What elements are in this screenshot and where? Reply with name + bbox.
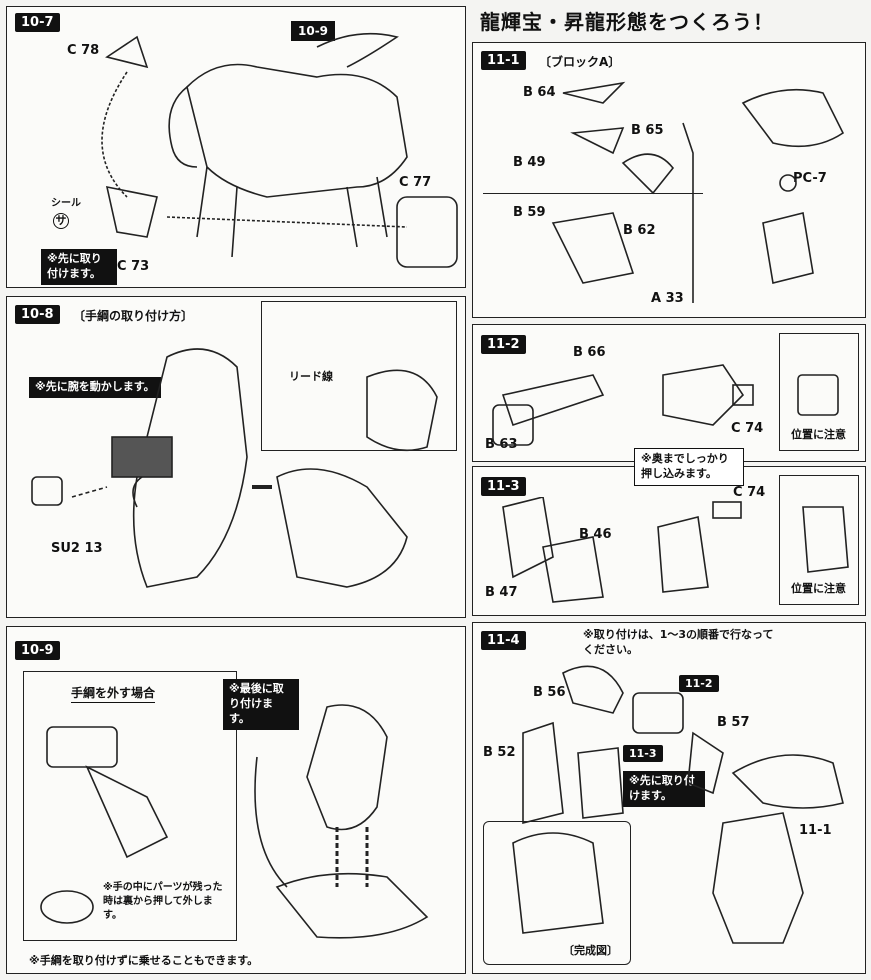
step-badge: 10-9 xyxy=(15,641,60,660)
block-illustration xyxy=(492,364,839,446)
panel-11-1: 11-1 〔ブロックA〕 B 64 B 65 B 49 B 59 B 62 A … xyxy=(472,42,866,318)
ref-badge: 11-3 xyxy=(623,745,663,762)
part-label: B 47 xyxy=(485,585,518,600)
panel-11-3: 11-3 B 46 B 47 C 74 位置に注意 xyxy=(472,466,866,616)
step-badge: 11-2 xyxy=(481,335,526,354)
section-title: 〔ブロックA〕 xyxy=(539,55,621,69)
rider-illustration xyxy=(40,704,429,939)
part-label: B 62 xyxy=(623,223,656,238)
panel-10-7: 10-7 10-9 C 78 C 77 C 73 シール サ ※先に取り付けます… xyxy=(6,6,466,288)
ref-label: 11-1 xyxy=(799,823,832,838)
seal-label: シール xyxy=(51,198,81,209)
panel-11-4: 11-4 ※取り付けは、1〜3の順番で行なってください。 B 56 B 52 B… xyxy=(472,622,866,974)
part-label: SU2 13 xyxy=(51,541,103,556)
part-label: B 65 xyxy=(631,123,664,138)
note-attach-first: ※先に取り付けます。 xyxy=(623,771,705,807)
sub-divider xyxy=(483,193,703,194)
part-label: B 64 xyxy=(523,85,556,100)
part-label: A 33 xyxy=(651,291,684,306)
ref-badge: 11-2 xyxy=(679,675,719,692)
order-note: ※取り付けは、1〜3の順番で行なってください。 xyxy=(583,628,774,657)
part-label: B 52 xyxy=(483,745,516,760)
step-badge: 10-8 xyxy=(15,305,60,324)
inset-frame xyxy=(261,301,457,451)
seal-mark: サ xyxy=(53,213,69,229)
note-push-in: ※奥までしっかり押し込みます。 xyxy=(634,448,744,486)
part-label: C 74 xyxy=(733,485,766,500)
dragon-head-illustration xyxy=(551,81,845,303)
part-label: B 66 xyxy=(573,345,606,360)
panel-10-9: 10-9 手綱を外す場合 ※最後に取り付けます。 ※手の中にパーツが残った時は裏… xyxy=(6,626,466,974)
part-label: B 49 xyxy=(513,155,546,170)
panel-11-2: 11-2 B 66 B 63 C 74 位置に注意 xyxy=(472,324,866,462)
part-label: C 77 xyxy=(399,175,432,190)
inset-frame xyxy=(23,671,237,941)
part-label: B 57 xyxy=(717,715,750,730)
note-move-arm: ※先に腕を動かします。 xyxy=(29,377,161,398)
part-label: C 78 xyxy=(67,43,100,58)
arm-illustration xyxy=(31,348,438,588)
completed-inset xyxy=(483,821,631,965)
caution-label: 位置に注意 xyxy=(791,428,846,441)
caution-label: 位置に注意 xyxy=(791,582,846,595)
note-remaining-part: ※手の中にパーツが残った時は裏から押して外します。 xyxy=(103,882,223,921)
completed-label: 〔完成図〕 xyxy=(563,944,618,957)
horse-illustration xyxy=(101,32,458,268)
page-title: 龍輝宝・昇龍形態をつくろう！ xyxy=(480,10,774,34)
ref-badge: 10-9 xyxy=(291,21,336,41)
footer-note: ※手綱を取り付けずに乗せることもできます。 xyxy=(29,954,259,967)
armor-illustration xyxy=(502,497,849,603)
inset-title: 手綱を外す場合 xyxy=(71,685,156,703)
part-label: B 56 xyxy=(533,685,566,700)
note-attach-last: ※最後に取り付けます。 xyxy=(223,679,299,730)
note-attach-first: ※先に取り付けます。 xyxy=(41,249,117,285)
part-label: B 59 xyxy=(513,205,546,220)
step-badge: 11-4 xyxy=(481,631,526,650)
step-badge: 11-1 xyxy=(481,51,526,70)
part-label: C 73 xyxy=(117,259,150,274)
step-badge: 10-7 xyxy=(15,13,60,32)
part-label: C 74 xyxy=(731,421,764,436)
pc-label: PC-7 xyxy=(793,171,827,186)
step-badge: 11-3 xyxy=(481,477,526,496)
panel-10-8: 10-8 〔手綱の取り付け方〕 ※先に腕を動かします。 SU2 13 リード線 xyxy=(6,296,466,618)
caution-box xyxy=(779,333,859,451)
assembly-illustration xyxy=(512,665,844,944)
section-title: 〔手綱の取り付け方〕 xyxy=(73,309,194,323)
lead-wire-label: リード線 xyxy=(289,370,333,383)
